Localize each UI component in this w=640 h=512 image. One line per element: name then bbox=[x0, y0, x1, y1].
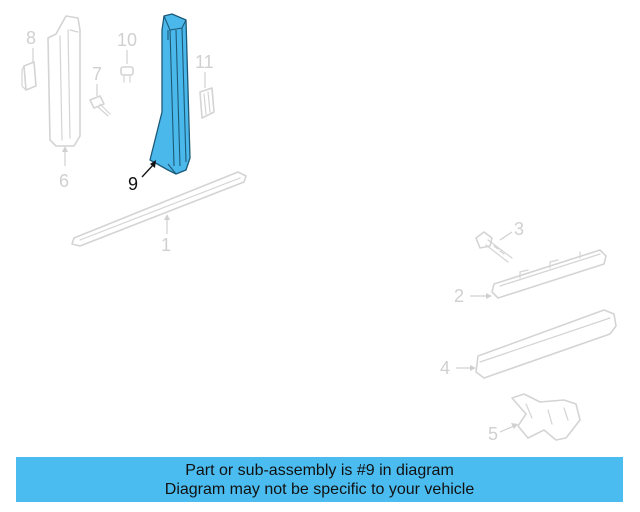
arrow-5 bbox=[511, 423, 518, 429]
callout-7: 7 bbox=[92, 64, 102, 84]
part-9-applique-highlighted[interactable] bbox=[149, 13, 191, 175]
part-7-screw[interactable] bbox=[89, 95, 111, 117]
arrow-6 bbox=[62, 146, 68, 152]
banner-line-2: Diagram may not be specific to your vehi… bbox=[164, 481, 475, 498]
callout-5: 5 bbox=[488, 424, 498, 444]
part-2-sill-plate[interactable] bbox=[491, 249, 607, 299]
part-8-clip[interactable] bbox=[21, 61, 37, 91]
callout-1: 1 bbox=[161, 235, 171, 255]
callout-4: 4 bbox=[440, 358, 450, 378]
callout-11: 11 bbox=[195, 52, 214, 72]
arrow-9 bbox=[150, 160, 156, 168]
part-4-rocker-molding[interactable] bbox=[475, 309, 617, 379]
callout-3: 3 bbox=[514, 219, 524, 239]
arrow-4 bbox=[470, 365, 476, 371]
part-5-bracket[interactable] bbox=[511, 393, 581, 441]
callout-2: 2 bbox=[454, 286, 464, 306]
part-3-bolt[interactable] bbox=[475, 231, 513, 263]
banner-line-1: Part or sub-assembly is #9 in diagram bbox=[185, 462, 454, 479]
arrow-2 bbox=[486, 293, 492, 299]
leader-3 bbox=[499, 231, 513, 241]
callout-10: 10 bbox=[117, 30, 137, 50]
part-11-bracket[interactable] bbox=[199, 87, 215, 119]
part-1-molding[interactable] bbox=[71, 171, 247, 247]
part-10-clip[interactable] bbox=[120, 66, 134, 83]
part-6-pillar-trim[interactable] bbox=[47, 15, 81, 147]
leader-5 bbox=[499, 425, 515, 433]
exploded-parts-diagram: 8 6 10 7 11 bbox=[21, 13, 617, 444]
callout-9: 9 bbox=[128, 174, 138, 194]
callout-8: 8 bbox=[26, 28, 36, 48]
callout-6: 6 bbox=[59, 171, 69, 191]
leader-9 bbox=[141, 163, 155, 178]
arrow-1 bbox=[164, 214, 170, 220]
part-info-banner: Part or sub-assembly is #9 in diagram Di… bbox=[16, 457, 623, 502]
